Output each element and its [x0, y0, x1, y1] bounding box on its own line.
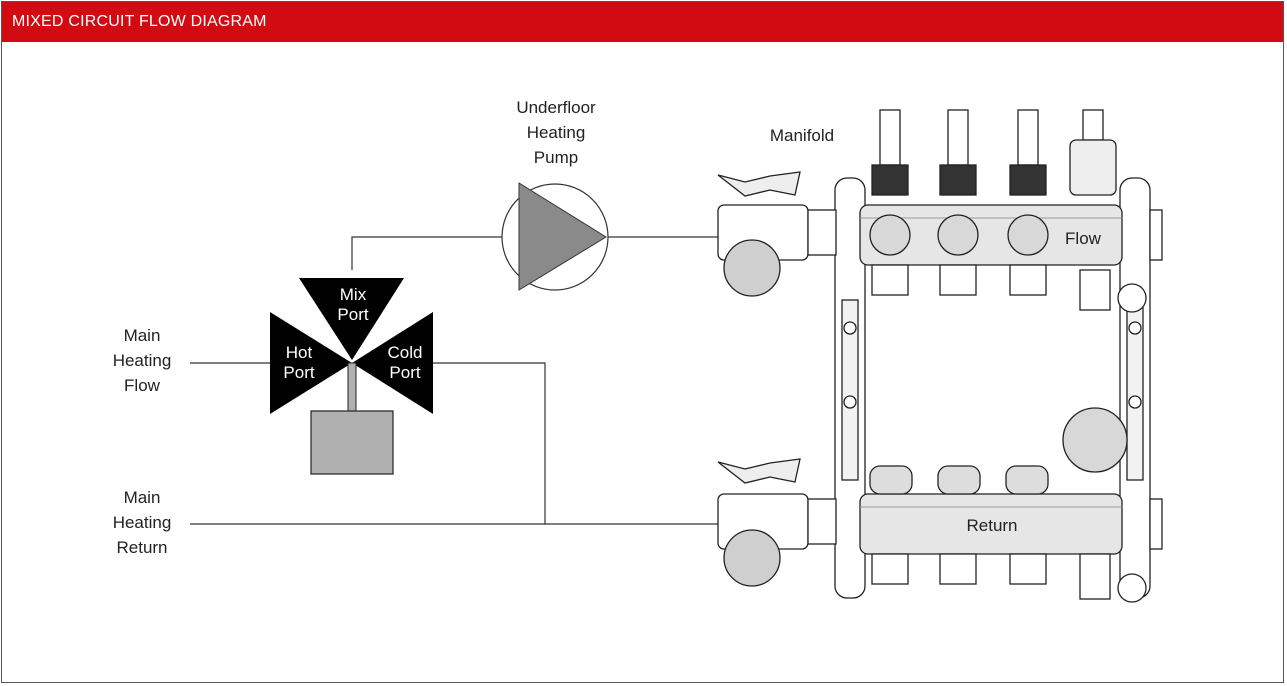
main-flow-label-3: Flow	[124, 376, 161, 395]
hot-port-label-1: Hot	[286, 343, 313, 362]
main-return-label-3: Return	[116, 538, 167, 557]
right-bracket-screw-bottom	[1128, 395, 1142, 409]
return-ball-valve	[717, 458, 837, 587]
flow-meter-3	[1007, 109, 1049, 296]
return-bar	[859, 493, 1123, 555]
return-drain-knob	[1117, 573, 1147, 603]
flow-bar	[859, 204, 1123, 266]
manifold-assembly	[717, 109, 1163, 603]
cold-port-pipe	[433, 362, 546, 524]
pump-label-2: Heating	[527, 123, 586, 142]
diagram-title: MIXED CIRCUIT FLOW DIAGRAM	[12, 13, 267, 30]
title-bar: MIXED CIRCUIT FLOW DIAGRAM	[2, 2, 1283, 42]
cold-port-triangle	[352, 312, 433, 414]
valve-actuator	[310, 410, 394, 475]
flow-meter-1	[869, 109, 911, 296]
main-flow-label-1: Main	[124, 326, 161, 345]
hot-port-triangle	[270, 312, 352, 414]
left-bracket-screw-top	[843, 321, 857, 335]
pump-label-1: Underfloor	[516, 98, 596, 117]
flow-drain-valve	[1079, 269, 1111, 311]
left-bracket-inner	[841, 299, 859, 481]
flow-bar-label: Flow	[1065, 229, 1102, 248]
pump-label-3: Pump	[534, 148, 578, 167]
valve-stem	[347, 362, 357, 414]
cold-port-label-2: Port	[389, 363, 420, 382]
temperature-gauge	[1062, 407, 1128, 473]
mix-port-label-1: Mix	[340, 285, 367, 304]
return-bar-label: Return	[966, 516, 1017, 535]
flow-meter-2	[937, 109, 979, 296]
flow-ball-valve	[717, 171, 837, 297]
labels: Main Heating Flow Main Heating Return Un…	[113, 98, 834, 557]
return-valve-caps	[869, 465, 1049, 585]
left-bracket-screw-bottom	[843, 395, 857, 409]
flow-end-cap	[1149, 209, 1163, 261]
main-flow-label-2: Heating	[113, 351, 172, 370]
return-drain-valve	[1079, 553, 1111, 600]
air-vent	[1069, 109, 1117, 196]
cold-port-label-1: Cold	[388, 343, 423, 362]
pump-triangle	[518, 182, 607, 291]
manifold-label: Manifold	[770, 126, 834, 145]
mix-port-label-2: Port	[337, 305, 368, 324]
three-port-mixing-valve	[270, 278, 433, 475]
pipe-lines	[190, 236, 720, 525]
right-bracket-screw-top	[1128, 321, 1142, 335]
return-end-cap	[1149, 498, 1163, 550]
hot-port-label-2: Port	[283, 363, 314, 382]
pump-symbol	[501, 182, 609, 291]
mix-to-pump-pipe	[351, 236, 502, 270]
main-return-label-1: Main	[124, 488, 161, 507]
flow-drain-knob	[1117, 283, 1147, 313]
mix-port-triangle	[299, 278, 404, 360]
main-return-label-2: Heating	[113, 513, 172, 532]
